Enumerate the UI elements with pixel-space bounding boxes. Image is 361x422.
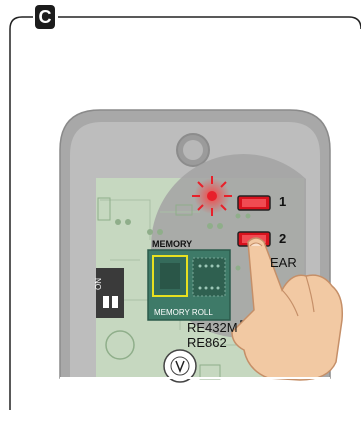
memory-label: MEMORY [152, 239, 192, 249]
dip-switch [96, 268, 124, 318]
model-label-1: RE432M [187, 320, 238, 335]
memory-roll-label: MEMORY ROLL [154, 308, 213, 317]
clear-label: EAR [270, 255, 297, 270]
button-number-1: 1 [279, 194, 286, 209]
model-label-2: RE862 [187, 335, 227, 350]
button-number-2: 2 [279, 231, 286, 246]
status-led [207, 191, 217, 201]
switch-on-label: ON [94, 278, 103, 290]
